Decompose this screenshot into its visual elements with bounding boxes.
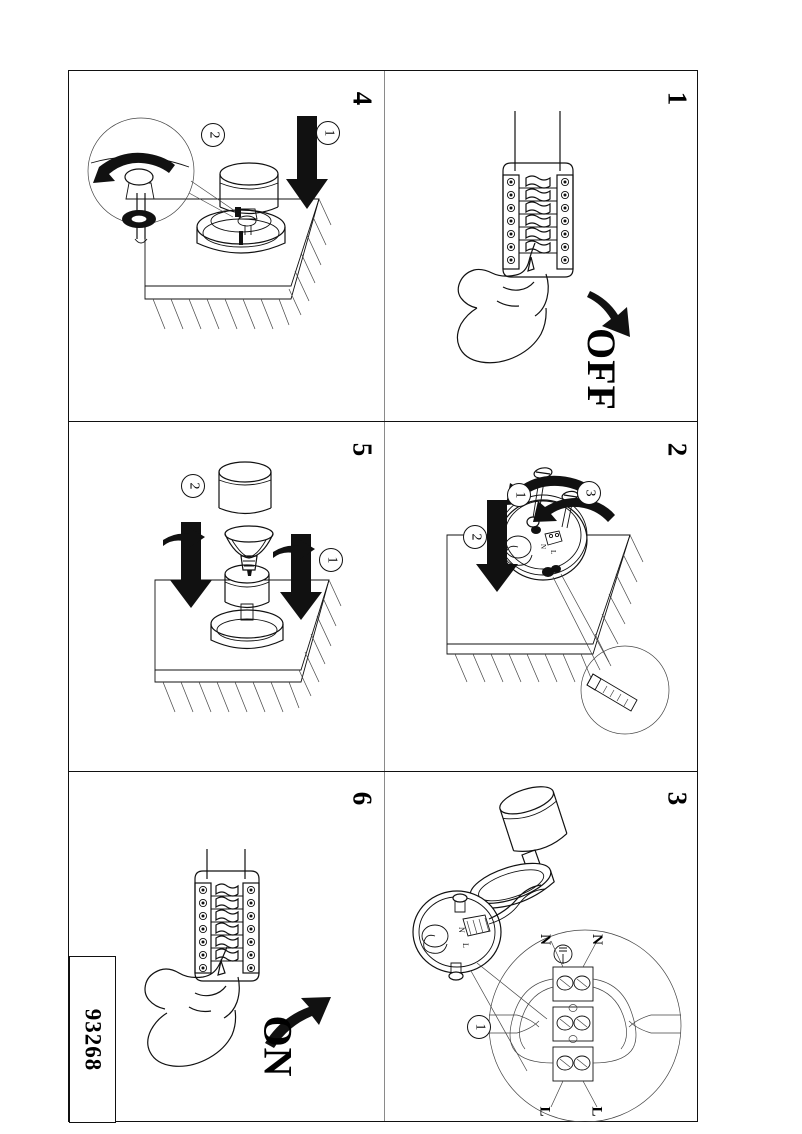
- panel-number-5: 5: [346, 442, 377, 457]
- step-marker-2: 2: [181, 474, 205, 498]
- panel-step-2: 2: [385, 422, 699, 771]
- terminal-label-l-right: L: [588, 1106, 605, 1117]
- product-code-box: 93268: [69, 956, 116, 1123]
- terminal-label-l-left: L: [536, 1106, 553, 1117]
- step-marker-1: 1: [507, 483, 531, 507]
- panel-number-6: 6: [346, 791, 377, 806]
- panel-step-3: 3: [385, 771, 699, 1122]
- panel-step-6: 6: [69, 771, 384, 1122]
- terminal-label-n-left: N: [536, 934, 553, 945]
- diagram-fit-lamp-body: [87, 116, 332, 330]
- step-marker-2: 2: [463, 525, 487, 549]
- caption-on: ON: [255, 1015, 301, 1078]
- caption-off: OFF: [578, 328, 624, 411]
- panel-step-1: 1: [385, 71, 699, 421]
- step-marker-3: 3: [577, 481, 601, 505]
- step-marker-2: 2: [201, 123, 225, 147]
- grid-divider-horizontal-2: [69, 771, 697, 772]
- panel-number-2: 2: [661, 442, 692, 457]
- diagram-bulb-and-shade: [154, 461, 342, 713]
- svg-text:N: N: [457, 927, 466, 933]
- instruction-sheet-grid: 1: [68, 70, 699, 1123]
- panel-number-3: 3: [661, 791, 692, 806]
- panel-step-4: 4: [69, 71, 384, 421]
- step-marker-1: 1: [319, 548, 343, 572]
- svg-text:L: L: [549, 550, 557, 554]
- panel-number-1: 1: [661, 91, 692, 106]
- product-code: 93268: [80, 1008, 106, 1071]
- panel-step-5: 5: [69, 422, 384, 771]
- diagram-breaker-on: [144, 849, 331, 1067]
- diagram-breaker-off: [456, 111, 630, 364]
- terminal-label-n-right: N: [588, 934, 605, 945]
- step-marker-1: 1: [316, 121, 340, 145]
- svg-text:L: L: [461, 943, 470, 948]
- panel-number-4: 4: [346, 91, 377, 106]
- svg-text:N: N: [539, 544, 547, 549]
- diagram-ceiling-plate: N L: [446, 467, 670, 735]
- diagram-wiring-terminal: N L: [412, 786, 682, 1122]
- step-marker-1: 1: [467, 1015, 491, 1039]
- grid-divider-horizontal-1: [69, 421, 697, 422]
- grid-divider-vertical: [384, 71, 385, 1121]
